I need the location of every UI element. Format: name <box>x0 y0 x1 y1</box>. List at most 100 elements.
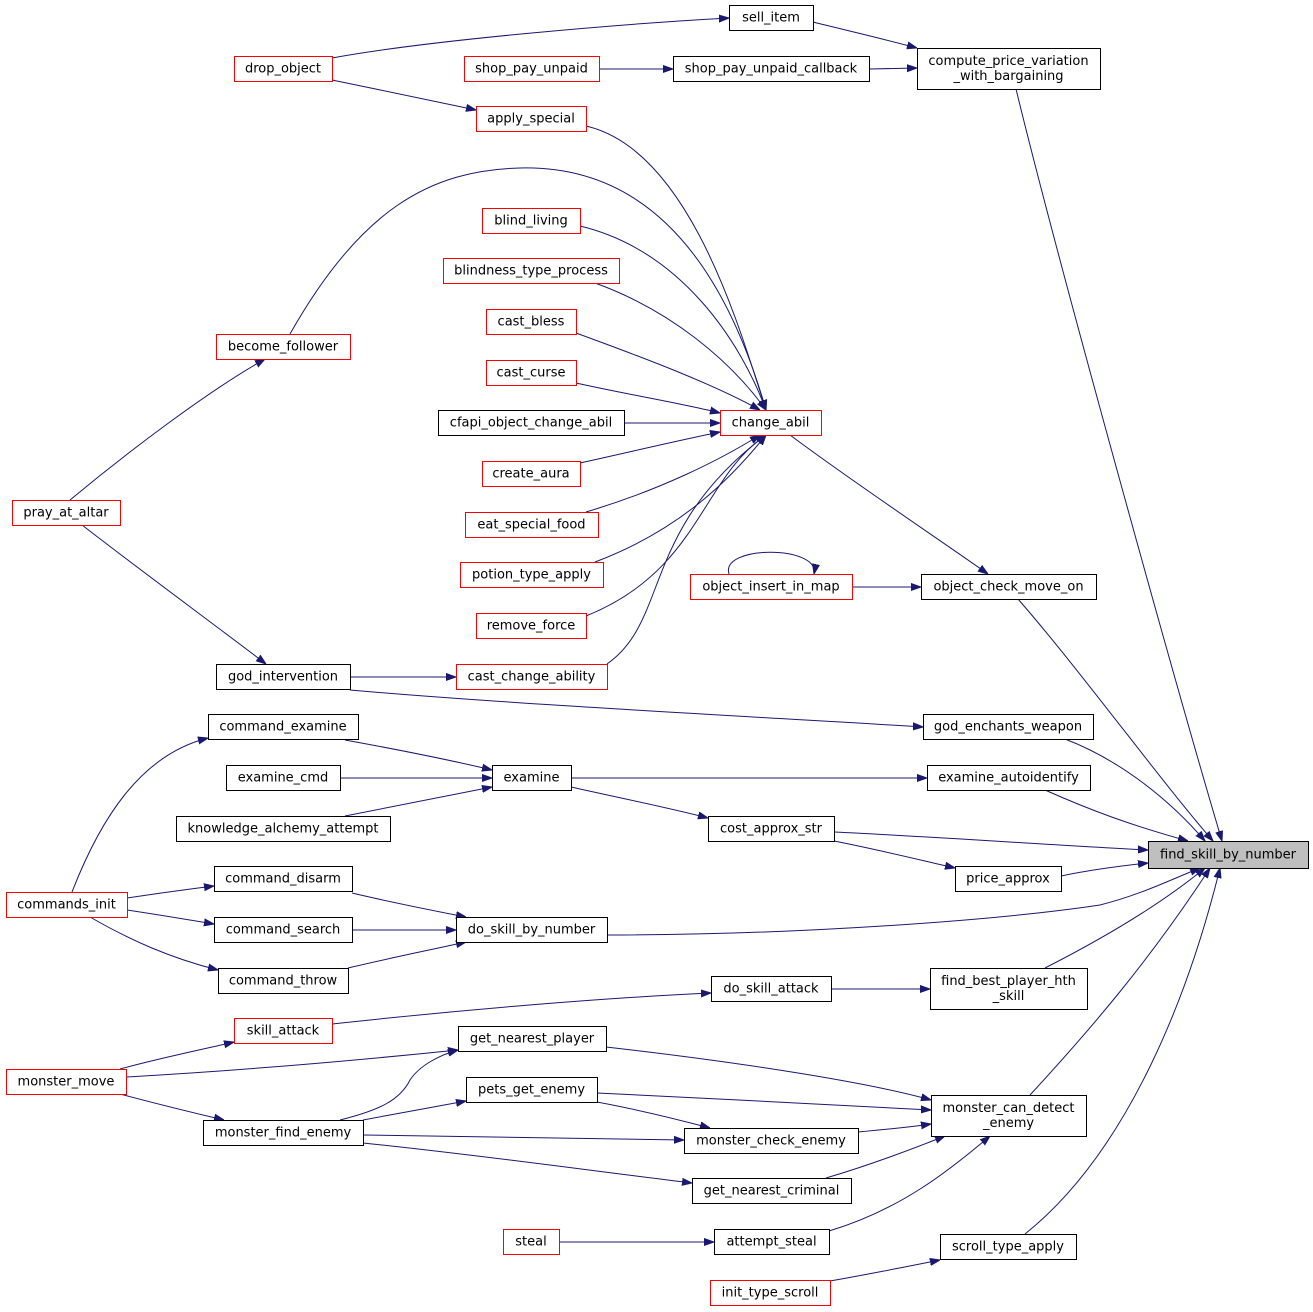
node-apply_special[interactable]: apply_special <box>476 106 587 132</box>
node-shop_pay_unpaid[interactable]: shop_pay_unpaid <box>464 56 600 82</box>
node-box <box>486 309 577 335</box>
edge-price_approx-to-find_skill_by_number <box>1060 863 1148 877</box>
node-skill_attack[interactable]: skill_attack <box>234 1018 333 1044</box>
edge-drop_object-to-sell_item <box>331 18 729 59</box>
node-box <box>443 258 620 284</box>
node-pets_get_enemy[interactable]: pets_get_enemy <box>466 1077 598 1103</box>
node-drop_object[interactable]: drop_object <box>234 56 333 82</box>
node-box <box>503 1229 560 1255</box>
edge-blind_living-to-change_abil <box>579 225 766 410</box>
node-label: scroll_type_apply <box>952 1240 1064 1255</box>
node-label: blind_living <box>494 214 568 229</box>
node-box <box>464 56 600 82</box>
node-command_search[interactable]: command_search <box>214 917 353 943</box>
node-box <box>218 968 349 994</box>
edge-get_nearest_player-to-monster_can_detect_enemy <box>605 1046 931 1100</box>
edge-pets_get_enemy-to-monster_check_enemy <box>596 1101 710 1128</box>
edge-object_insert_in_map-to-object_insert_in_map <box>728 551 814 574</box>
node-become_follower[interactable]: become_follower <box>216 334 351 360</box>
node-label: knowledge_alchemy_attempt <box>188 822 379 837</box>
node-label: create_aura <box>492 467 569 482</box>
node-cfapi_object_change_abil[interactable]: cfapi_object_change_abil <box>438 410 625 436</box>
node-label: cast_change_ability <box>468 670 596 685</box>
node-box <box>690 574 853 600</box>
node-init_type_scroll[interactable]: init_type_scroll <box>710 1280 831 1306</box>
node-command_disarm[interactable]: command_disarm <box>214 866 353 892</box>
node-attempt_steal[interactable]: attempt_steal <box>714 1229 830 1255</box>
node-label: skill_attack <box>247 1024 320 1039</box>
edge-cast_bless-to-change_abil <box>575 332 760 410</box>
node-examine_autoidentify[interactable]: examine_autoidentify <box>927 765 1091 791</box>
node-box <box>438 410 625 436</box>
node-label: do_skill_by_number <box>468 923 596 938</box>
node-blindness_type_process[interactable]: blindness_type_process <box>443 258 620 284</box>
edge-scroll_type_apply-to-find_skill_by_number <box>1024 868 1220 1235</box>
node-box <box>711 976 832 1002</box>
node-compute_price_variation_with_bargaining[interactable]: compute_price_variation_with_bargaining <box>917 48 1101 90</box>
node-change_abil[interactable]: change_abil <box>720 410 822 436</box>
node-label: monster_check_enemy <box>696 1134 846 1149</box>
node-label: cast_curse <box>497 366 566 381</box>
edge-remove_force-to-change_abil <box>585 435 766 617</box>
node-cast_curse[interactable]: cast_curse <box>486 360 577 386</box>
edge-monster_check_enemy-to-monster_can_detect_enemy <box>857 1124 931 1133</box>
node-eat_special_food[interactable]: eat_special_food <box>465 512 599 538</box>
node-monster_can_detect_enemy[interactable]: monster_can_detect_enemy <box>931 1095 1087 1137</box>
node-box <box>714 1229 830 1255</box>
edge-god_intervention-to-god_enchants_weapon <box>349 689 923 727</box>
node-sell_item[interactable]: sell_item <box>729 5 814 31</box>
edge-cost_approx_str-to-price_approx <box>833 840 955 868</box>
node-blind_living[interactable]: blind_living <box>482 208 581 234</box>
edge-change_abil-to-object_check_move_on <box>789 434 988 574</box>
edge-god_enchants_weapon-to-find_skill_by_number <box>1064 738 1205 841</box>
edge-get_nearest_criminal-to-monster_can_detect_enemy <box>825 1136 945 1179</box>
node-potion_type_apply[interactable]: potion_type_apply <box>460 562 604 588</box>
node-object_insert_in_map[interactable]: object_insert_in_map <box>690 574 853 600</box>
node-box <box>1148 841 1309 869</box>
node-get_nearest_criminal[interactable]: get_nearest_criminal <box>692 1178 852 1204</box>
node-god_intervention[interactable]: god_intervention <box>216 664 351 690</box>
node-label: command_examine <box>219 720 346 735</box>
node-box <box>729 5 814 31</box>
node-monster_check_enemy[interactable]: monster_check_enemy <box>684 1128 859 1154</box>
node-god_enchants_weapon[interactable]: god_enchants_weapon <box>923 714 1094 740</box>
node-examine_cmd[interactable]: examine_cmd <box>226 765 341 791</box>
node-knowledge_alchemy_attempt[interactable]: knowledge_alchemy_attempt <box>176 816 391 842</box>
node-get_nearest_player[interactable]: get_nearest_player <box>458 1026 607 1052</box>
node-steal[interactable]: steal <box>503 1229 560 1255</box>
edge-sell_item-to-compute_price_variation_with_bargaining <box>812 21 917 48</box>
node-box <box>6 1069 127 1095</box>
node-find_skill_by_number[interactable]: find_skill_by_number <box>1148 841 1309 869</box>
edge-command_disarm-to-do_skill_by_number <box>351 892 466 917</box>
edge-shop_pay_unpaid_callback-to-compute_price_variation_with_bargaining <box>868 68 917 69</box>
edge-monster_can_detect_enemy-to-find_skill_by_number <box>1029 868 1210 1096</box>
node-shop_pay_unpaid_callback[interactable]: shop_pay_unpaid_callback <box>673 56 870 82</box>
edge-monster_find_enemy-to-monster_check_enemy <box>362 1134 684 1140</box>
node-label: command_disarm <box>225 872 341 887</box>
node-command_throw[interactable]: command_throw <box>218 968 349 994</box>
node-pray_at_altar[interactable]: pray_at_altar <box>12 500 121 526</box>
node-do_skill_by_number[interactable]: do_skill_by_number <box>456 917 608 943</box>
node-label: _skill <box>992 989 1025 1004</box>
node-examine[interactable]: examine <box>492 765 572 791</box>
node-create_aura[interactable]: create_aura <box>482 461 581 487</box>
node-label: pets_get_enemy <box>478 1083 585 1098</box>
node-object_check_move_on[interactable]: object_check_move_on <box>921 574 1097 600</box>
edge-examine-to-cost_approx_str <box>570 786 708 818</box>
node-scroll_type_apply[interactable]: scroll_type_apply <box>940 1234 1077 1260</box>
node-find_best_player_hth_skill[interactable]: find_best_player_hth_skill <box>930 968 1088 1010</box>
node-command_examine[interactable]: command_examine <box>208 714 359 740</box>
node-box <box>216 664 351 690</box>
edge-pray_at_altar-to-become_follower <box>69 359 265 501</box>
node-cast_change_ability[interactable]: cast_change_ability <box>456 664 608 690</box>
node-remove_force[interactable]: remove_force <box>476 613 587 639</box>
node-commands_init[interactable]: commands_init <box>6 892 128 918</box>
node-cast_bless[interactable]: cast_bless <box>486 309 577 335</box>
node-do_skill_attack[interactable]: do_skill_attack <box>711 976 832 1002</box>
node-monster_find_enemy[interactable]: monster_find_enemy <box>203 1120 364 1146</box>
node-cost_approx_str[interactable]: cost_approx_str <box>708 816 835 842</box>
node-price_approx[interactable]: price_approx <box>955 866 1062 892</box>
node-monster_move[interactable]: monster_move <box>6 1069 127 1095</box>
edge-monster_find_enemy-to-get_nearest_player <box>339 1050 458 1121</box>
edge-compute_price_variation_with_bargaining-to-find_skill_by_number <box>1015 88 1222 841</box>
